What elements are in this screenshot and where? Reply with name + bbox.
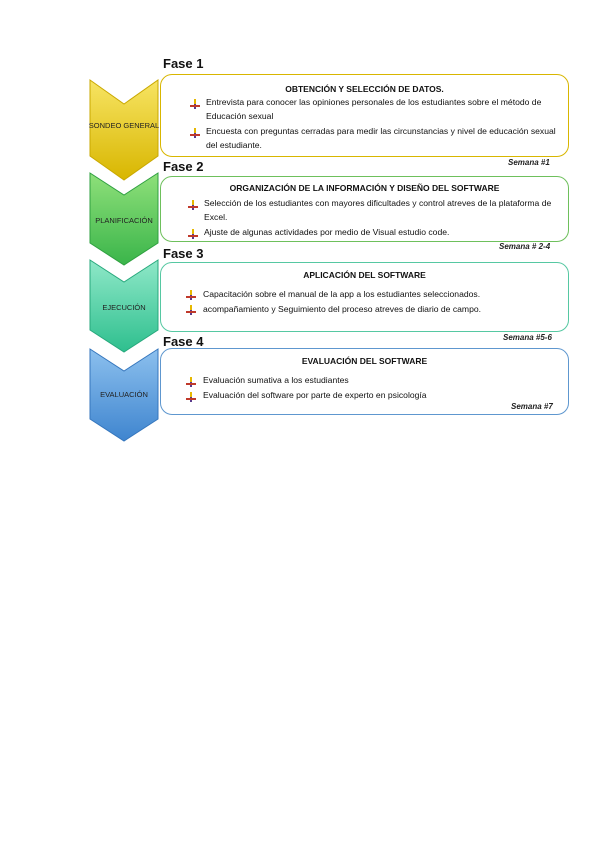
chevron-3 xyxy=(89,259,159,353)
pushpin-bullet-icon xyxy=(190,128,200,138)
chevron-1 xyxy=(89,79,159,181)
phase-3-week: Semana #5-6 xyxy=(503,333,552,342)
fase-4-label: Fase 4 xyxy=(163,334,204,349)
fase-1-label: Fase 1 xyxy=(163,56,204,71)
pushpin-bullet-icon xyxy=(186,305,196,315)
phase-1-box: OBTENCIÓN Y SELECCIÓN DE DATOS. xyxy=(160,74,569,157)
phase-3-title: APLICACIÓN DEL SOFTWARE xyxy=(303,270,426,280)
fase-3-label: Fase 3 xyxy=(163,246,204,261)
fase-2-label: Fase 2 xyxy=(163,159,204,174)
chevron-3-label: EJECUCIÓN xyxy=(102,303,146,312)
chevron-2-label: PLANIFICACIÓN xyxy=(95,216,153,225)
phase-3-bullet-1: Capacitación sobre el manual de la app a… xyxy=(203,289,481,299)
chevron-2 xyxy=(89,172,159,266)
chevron-4-label: EVALUACIÓN xyxy=(100,390,148,399)
pushpin-bullet-icon xyxy=(188,229,198,239)
phase-2-week: Semana # 2-4 xyxy=(499,242,551,251)
phase-2-bullet-1: Selección de los estudiantes con mayores… xyxy=(204,198,552,222)
pushpin-bullet-icon xyxy=(186,392,196,402)
phase-4-title: EVALUACIÓN DEL SOFTWARE xyxy=(301,356,428,366)
pushpin-bullet-icon xyxy=(188,200,198,210)
chevron-1-label: SONDEO GENERAL xyxy=(88,121,160,130)
phase-1-week: Semana #1 xyxy=(508,158,550,167)
chevron-4 xyxy=(89,348,159,442)
phase-4-week: Semana #7 xyxy=(511,402,553,411)
phase-3-bullet-2: acompañamiento y Seguimiento del proceso… xyxy=(203,304,482,314)
phase-4-bullet-2: Evaluación del software por parte de exp… xyxy=(203,390,427,400)
phase-3-box: APLICACIÓN DEL SOFTWARE xyxy=(160,262,569,332)
phase-2-bullet-2: Ajuste de algunas actividades por medio … xyxy=(204,227,450,237)
pushpin-bullet-icon xyxy=(186,290,196,300)
pushpin-bullet-icon xyxy=(190,99,200,109)
phase-1-title: OBTENCIÓN Y SELECCIÓN DE DATOS. xyxy=(285,84,444,94)
phase-4-box: EVALUACIÓN DEL SOFTWARE xyxy=(160,348,569,415)
phase-2-box: ORGANIZACIÓN DE LA INFORMACIÓN Y DISEÑO … xyxy=(160,176,569,242)
phase-4-bullet-1: Evaluación sumativa a los estudiantes xyxy=(203,375,349,385)
phase-1-bullet-2: Encuesta con preguntas cerradas para med… xyxy=(206,126,556,150)
pushpin-bullet-icon xyxy=(186,377,196,387)
phase-1-bullet-1: Entrevista para conocer las opiniones pe… xyxy=(206,97,542,121)
phase-2-title: ORGANIZACIÓN DE LA INFORMACIÓN Y DISEÑO … xyxy=(229,183,500,193)
